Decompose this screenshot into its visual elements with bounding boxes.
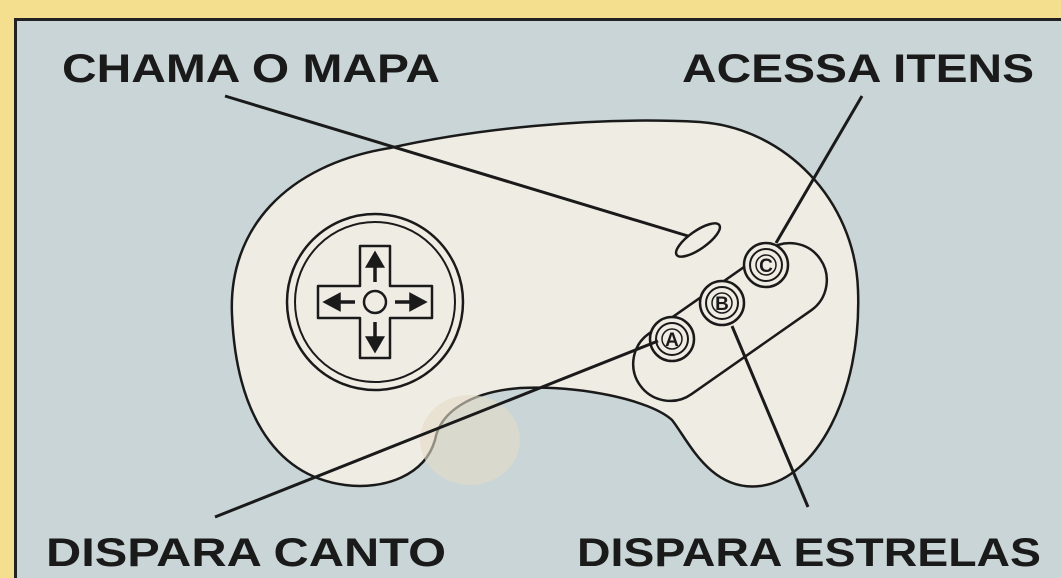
label-stars: DISPARA ESTRELAS <box>577 531 1041 575</box>
label-map: CHAMA O MAPA <box>62 47 440 91</box>
button-c: C <box>742 241 790 289</box>
dpad <box>285 212 465 392</box>
leader-line-song <box>214 339 659 519</box>
button-b: B <box>698 279 746 327</box>
arrow-down-icon <box>364 322 386 354</box>
leader-line-stars <box>730 325 810 508</box>
dpad-center <box>362 289 388 315</box>
start-button <box>674 222 722 258</box>
controller-shadow <box>420 395 520 485</box>
button-a: A <box>648 315 696 363</box>
label-song: DISPARA CANTO <box>46 531 446 575</box>
arrow-right-icon <box>395 292 428 312</box>
button-a-label: A <box>665 330 679 351</box>
button-b-label: B <box>715 294 729 315</box>
leader-line-items <box>774 95 864 244</box>
leader-line-map <box>224 94 689 238</box>
label-items: ACESSA ITENS <box>682 47 1034 91</box>
arrow-up-icon <box>364 250 386 282</box>
button-c-label: C <box>759 256 773 277</box>
arrow-left-icon <box>322 292 355 312</box>
dpad-inner-ring <box>294 221 456 383</box>
controller-body <box>230 119 860 488</box>
